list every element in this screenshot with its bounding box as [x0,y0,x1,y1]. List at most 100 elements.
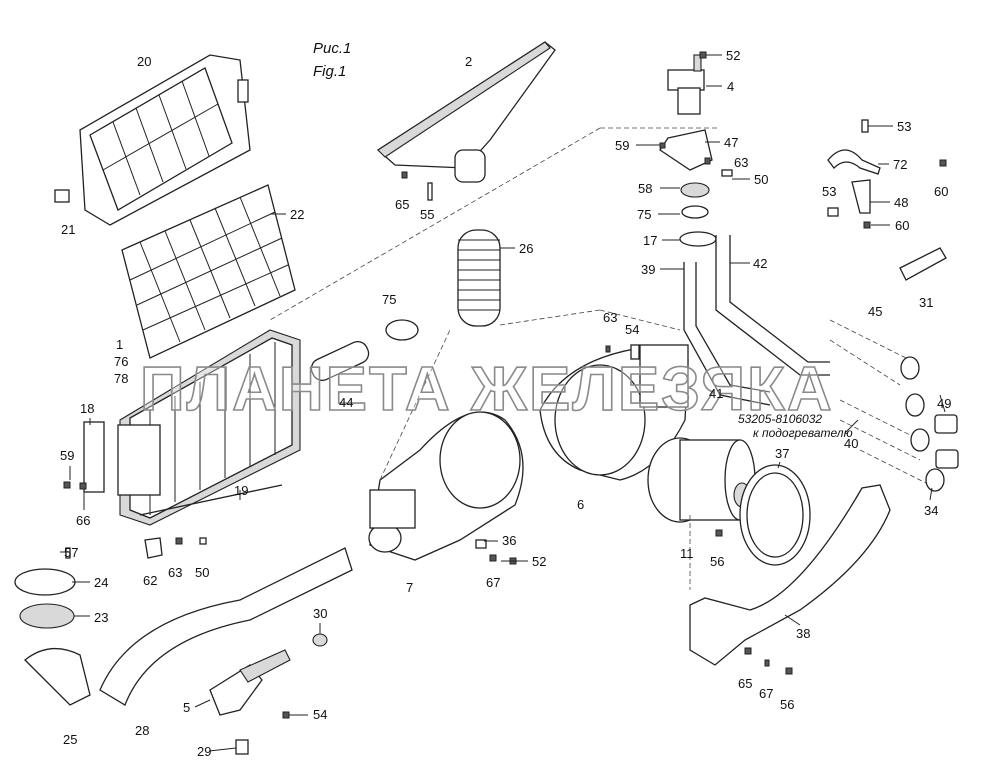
label-76: 76 [114,354,128,369]
knob-29 [235,739,249,755]
label-42: 42 [753,256,767,271]
ring-17 [679,231,717,247]
filter-frame [79,54,251,226]
label-11: 11 [680,546,694,561]
label-20: 20 [137,54,151,69]
label-63-mid: 63 [603,310,617,325]
label-65-top: 65 [395,197,409,212]
label-62: 62 [143,573,157,588]
label-44: 44 [339,395,353,410]
label-6: 6 [577,497,584,512]
label-48: 48 [894,195,908,210]
nut-65-top [401,171,408,179]
clamp-75 [385,319,419,341]
heater-core [83,329,301,526]
label-66: 66 [76,513,90,528]
pipe-couplers [934,414,959,469]
label-1: 1 [116,337,123,352]
washer-66 [79,482,87,490]
air-duct [376,41,556,183]
label-7: 7 [406,580,413,595]
label-34: 34 [924,503,938,518]
leader-lines [60,54,946,752]
assembly-lines [269,127,720,590]
fan-housing-left [368,411,524,561]
annotation-code: 53205-8106032 [738,412,822,426]
label-45: 45 [868,304,882,319]
control-switch [209,649,291,716]
bolt-50-left [199,537,207,545]
label-21: 21 [61,222,75,237]
label-57: 57 [64,545,78,560]
pipe-branch-47 [659,129,713,171]
screw-57 [65,547,71,559]
label-50-top: 50 [754,172,768,187]
screw-56-bottom [785,667,793,675]
label-24: 24 [94,575,108,590]
nut-59 [63,481,71,489]
part-labels: 20 2 52 4 53 47 59 63 72 50 58 53 60 48 … [60,48,951,759]
clip-21 [54,189,70,203]
label-29: 29 [197,744,211,759]
label-39: 39 [641,262,655,277]
label-50-left: 50 [195,565,209,580]
screw-54-mid [630,344,640,360]
figure-title-ru: Рис.1 [313,40,351,57]
label-75: 75 [382,292,396,307]
label-19: 19 [234,483,248,498]
clip-36 [475,539,487,549]
label-28: 28 [135,723,149,738]
fan-housing-right [539,344,689,481]
nut-63-mid [605,345,611,353]
label-38: 38 [796,626,810,641]
nut-58 [680,182,710,198]
long-pipes [829,319,945,492]
bolt-50-top [721,169,733,177]
washer-67 [764,659,770,667]
label-54-mid: 54 [625,322,639,337]
grille-23 [19,603,75,629]
ring-24 [14,568,76,596]
nut-60-top [939,159,947,167]
annotation-text: к подогревателю [753,426,853,440]
label-26: 26 [519,241,533,256]
label-78: 78 [114,371,128,386]
label-59: 59 [60,448,74,463]
bolt-53-top [861,119,869,133]
label-22: 22 [290,207,304,222]
label-37: 37 [775,446,789,461]
pipe-44 [310,340,370,382]
screw-56-mid [715,529,723,537]
label-40: 40 [844,436,858,451]
nut-67-mid [489,554,497,562]
label-53: 53 [822,184,836,199]
heater-pipes [683,235,830,406]
label-63-top: 63 [734,155,748,170]
bolt-53 [827,207,839,217]
label-41: 41 [709,386,723,401]
label-67-mid: 67 [486,575,500,590]
label-2: 2 [465,54,472,69]
screw-54-bottom [282,711,290,719]
label-52-mid: 52 [532,554,546,569]
gasket-37-inner [746,472,804,558]
nozzle-25 [24,648,91,706]
housing-cover [689,484,891,666]
label-60-top: 60 [934,184,948,199]
label-56-bottom: 56 [780,697,794,712]
hose-31 [899,247,947,281]
label-17: 17 [643,233,657,248]
label-56-mid: 56 [710,554,724,569]
plug-30 [312,633,328,647]
label-36: 36 [502,533,516,548]
label-65-bottom: 65 [738,676,752,691]
screw-52-top [699,51,707,59]
label-4: 4 [727,79,734,94]
pipe-bracket [827,149,881,214]
label-72: 72 [893,157,907,172]
long-hose-28 [99,547,353,706]
label-54-bottom: 54 [313,707,327,722]
label-55: 55 [420,207,434,222]
label-47: 47 [724,135,738,150]
